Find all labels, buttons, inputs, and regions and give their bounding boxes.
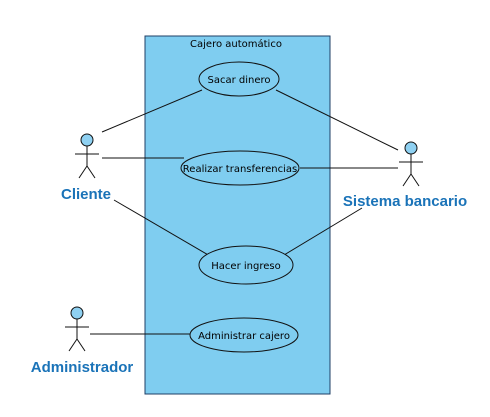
actor-sistema-bancario-figure-icon (399, 141, 423, 187)
actor-administrador[interactable]: Administrador (31, 306, 134, 376)
assoc-cliente-ingreso (113, 199, 211, 257)
system-title: Cajero automático (190, 38, 282, 50)
actor-cliente-label: Cliente (61, 186, 111, 203)
usecase-sacar-dinero[interactable]: Sacar dinero (198, 61, 280, 97)
usecase-administrar-cajero-ellipse (189, 317, 299, 353)
assoc-sistema-ingreso (283, 207, 363, 256)
usecase-realizar-transferencias-ellipse (180, 150, 300, 186)
usecase-sacar-dinero-ellipse (198, 61, 280, 97)
usecase-realizar-transferencias[interactable]: Realizar transferencias (180, 150, 300, 186)
usecase-sacar-dinero-label: Sacar dinero (207, 75, 270, 86)
usecase-administrar-cajero-label: Administrar cajero (198, 331, 290, 342)
actor-cliente-figure-icon (75, 133, 99, 179)
actor-sistema-bancario[interactable]: Sistema bancario (343, 141, 467, 210)
usecase-realizar-transferencias-label: Realizar transferencias (183, 164, 297, 175)
usecase-hacer-ingreso-ellipse (198, 245, 294, 285)
assoc-cliente-sacar (101, 89, 203, 133)
usecase-hacer-ingreso[interactable]: Hacer ingreso (198, 245, 294, 285)
assoc-sistema-sacar (275, 89, 399, 151)
usecase-administrar-cajero[interactable]: Administrar cajero (189, 317, 299, 353)
actor-sistema-bancario-label: Sistema bancario (343, 193, 467, 210)
actor-cliente[interactable]: Cliente (61, 133, 111, 203)
usecase-hacer-ingreso-label: Hacer ingreso (211, 261, 280, 272)
actor-administrador-figure-icon (65, 306, 89, 352)
actor-administrador-label: Administrador (31, 359, 134, 376)
